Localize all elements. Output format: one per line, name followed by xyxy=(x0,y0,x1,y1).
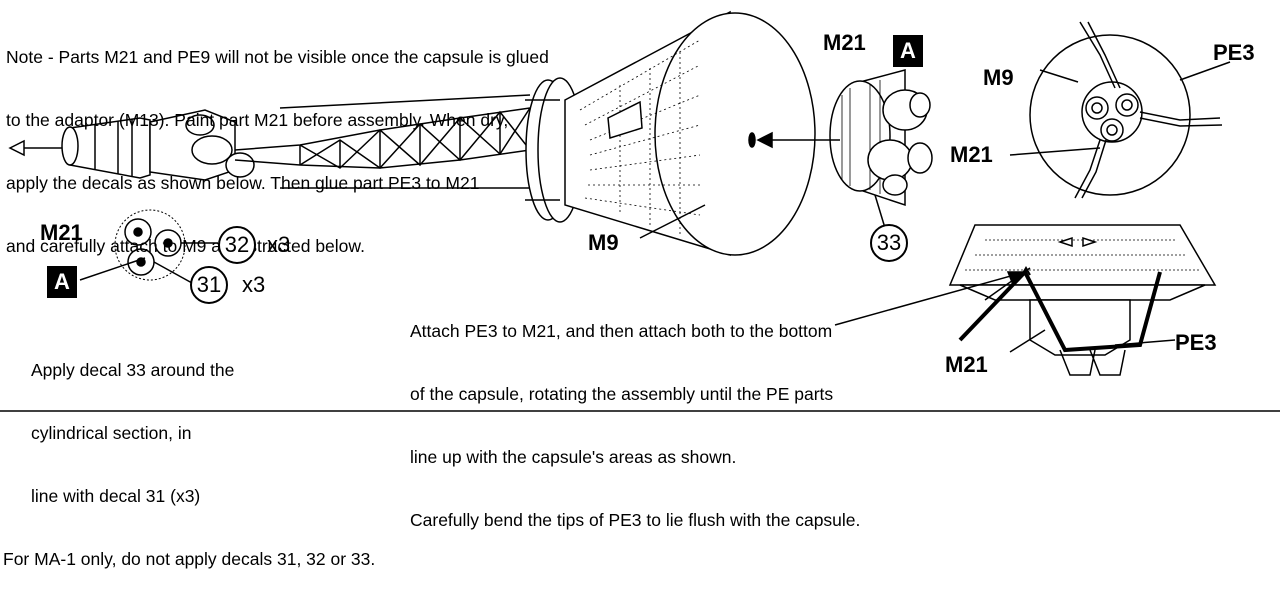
decal-note-line: Apply decal 33 around the xyxy=(31,360,235,380)
top-note-line: Note - Parts M21 and PE9 will not be vis… xyxy=(6,47,549,67)
decal-33-marker: 33 xyxy=(870,224,908,262)
capsule-m9 xyxy=(564,10,816,257)
decal-note-line: cylindrical section, in xyxy=(31,423,192,443)
label-m9-top: M9 xyxy=(983,65,1014,90)
escape-tower xyxy=(8,94,531,189)
capsule-top-view xyxy=(1009,21,1231,199)
decal-note: Apply decal 33 around the cylindrical se… xyxy=(3,318,375,591)
attach-note-line: Carefully bend the tips of PE3 to lie fl… xyxy=(410,510,861,530)
top-note-line: apply the decals as shown below. Then gl… xyxy=(6,173,480,193)
attach-note-line: Attach PE3 to M21, and then attach both … xyxy=(410,321,833,341)
decal-31-marker: 31 xyxy=(190,266,228,304)
attach-note-line: of the capsule, rotating the assembly un… xyxy=(410,384,834,404)
attach-note-line: line up with the capsule's areas as show… xyxy=(410,447,737,467)
capsule-bottom-view xyxy=(834,224,1217,376)
decal-31-quantity: x3 xyxy=(242,272,266,297)
decal-32-marker: 32 xyxy=(218,226,256,264)
part-m21-side xyxy=(756,69,933,207)
label-pe3-top: PE3 xyxy=(1213,40,1255,65)
label-m21-decal: M21 xyxy=(40,220,83,245)
label-pe3-bottom: PE3 xyxy=(1175,330,1217,355)
label-a-decal: A xyxy=(47,266,77,298)
attach-note: Attach PE3 to M21, and then attach both … xyxy=(410,279,860,552)
label-m21-bottom: M21 xyxy=(945,352,988,377)
leader-lines xyxy=(639,194,886,239)
instruction-sheet: Note - Parts M21 and PE9 will not be vis… xyxy=(0,5,1280,569)
decal-32-quantity: x3 xyxy=(267,232,291,257)
decal-note-line: line with decal 31 (x3) xyxy=(31,486,201,506)
decal-disc xyxy=(79,209,218,284)
label-m21-right: M21 xyxy=(950,142,993,167)
label-m9-main: M9 xyxy=(588,230,619,255)
decal-note-line: For MA-1 only, do not apply decals 31, 3… xyxy=(3,549,376,569)
top-note: Note - Parts M21 and PE9 will not be vis… xyxy=(6,5,549,278)
top-note-line: to the adaptor (M13). Paint part M21 bef… xyxy=(6,110,509,130)
label-m21-top: M21 xyxy=(823,30,866,55)
label-a-top: A xyxy=(893,35,923,67)
assembly-illustration xyxy=(0,10,1280,412)
